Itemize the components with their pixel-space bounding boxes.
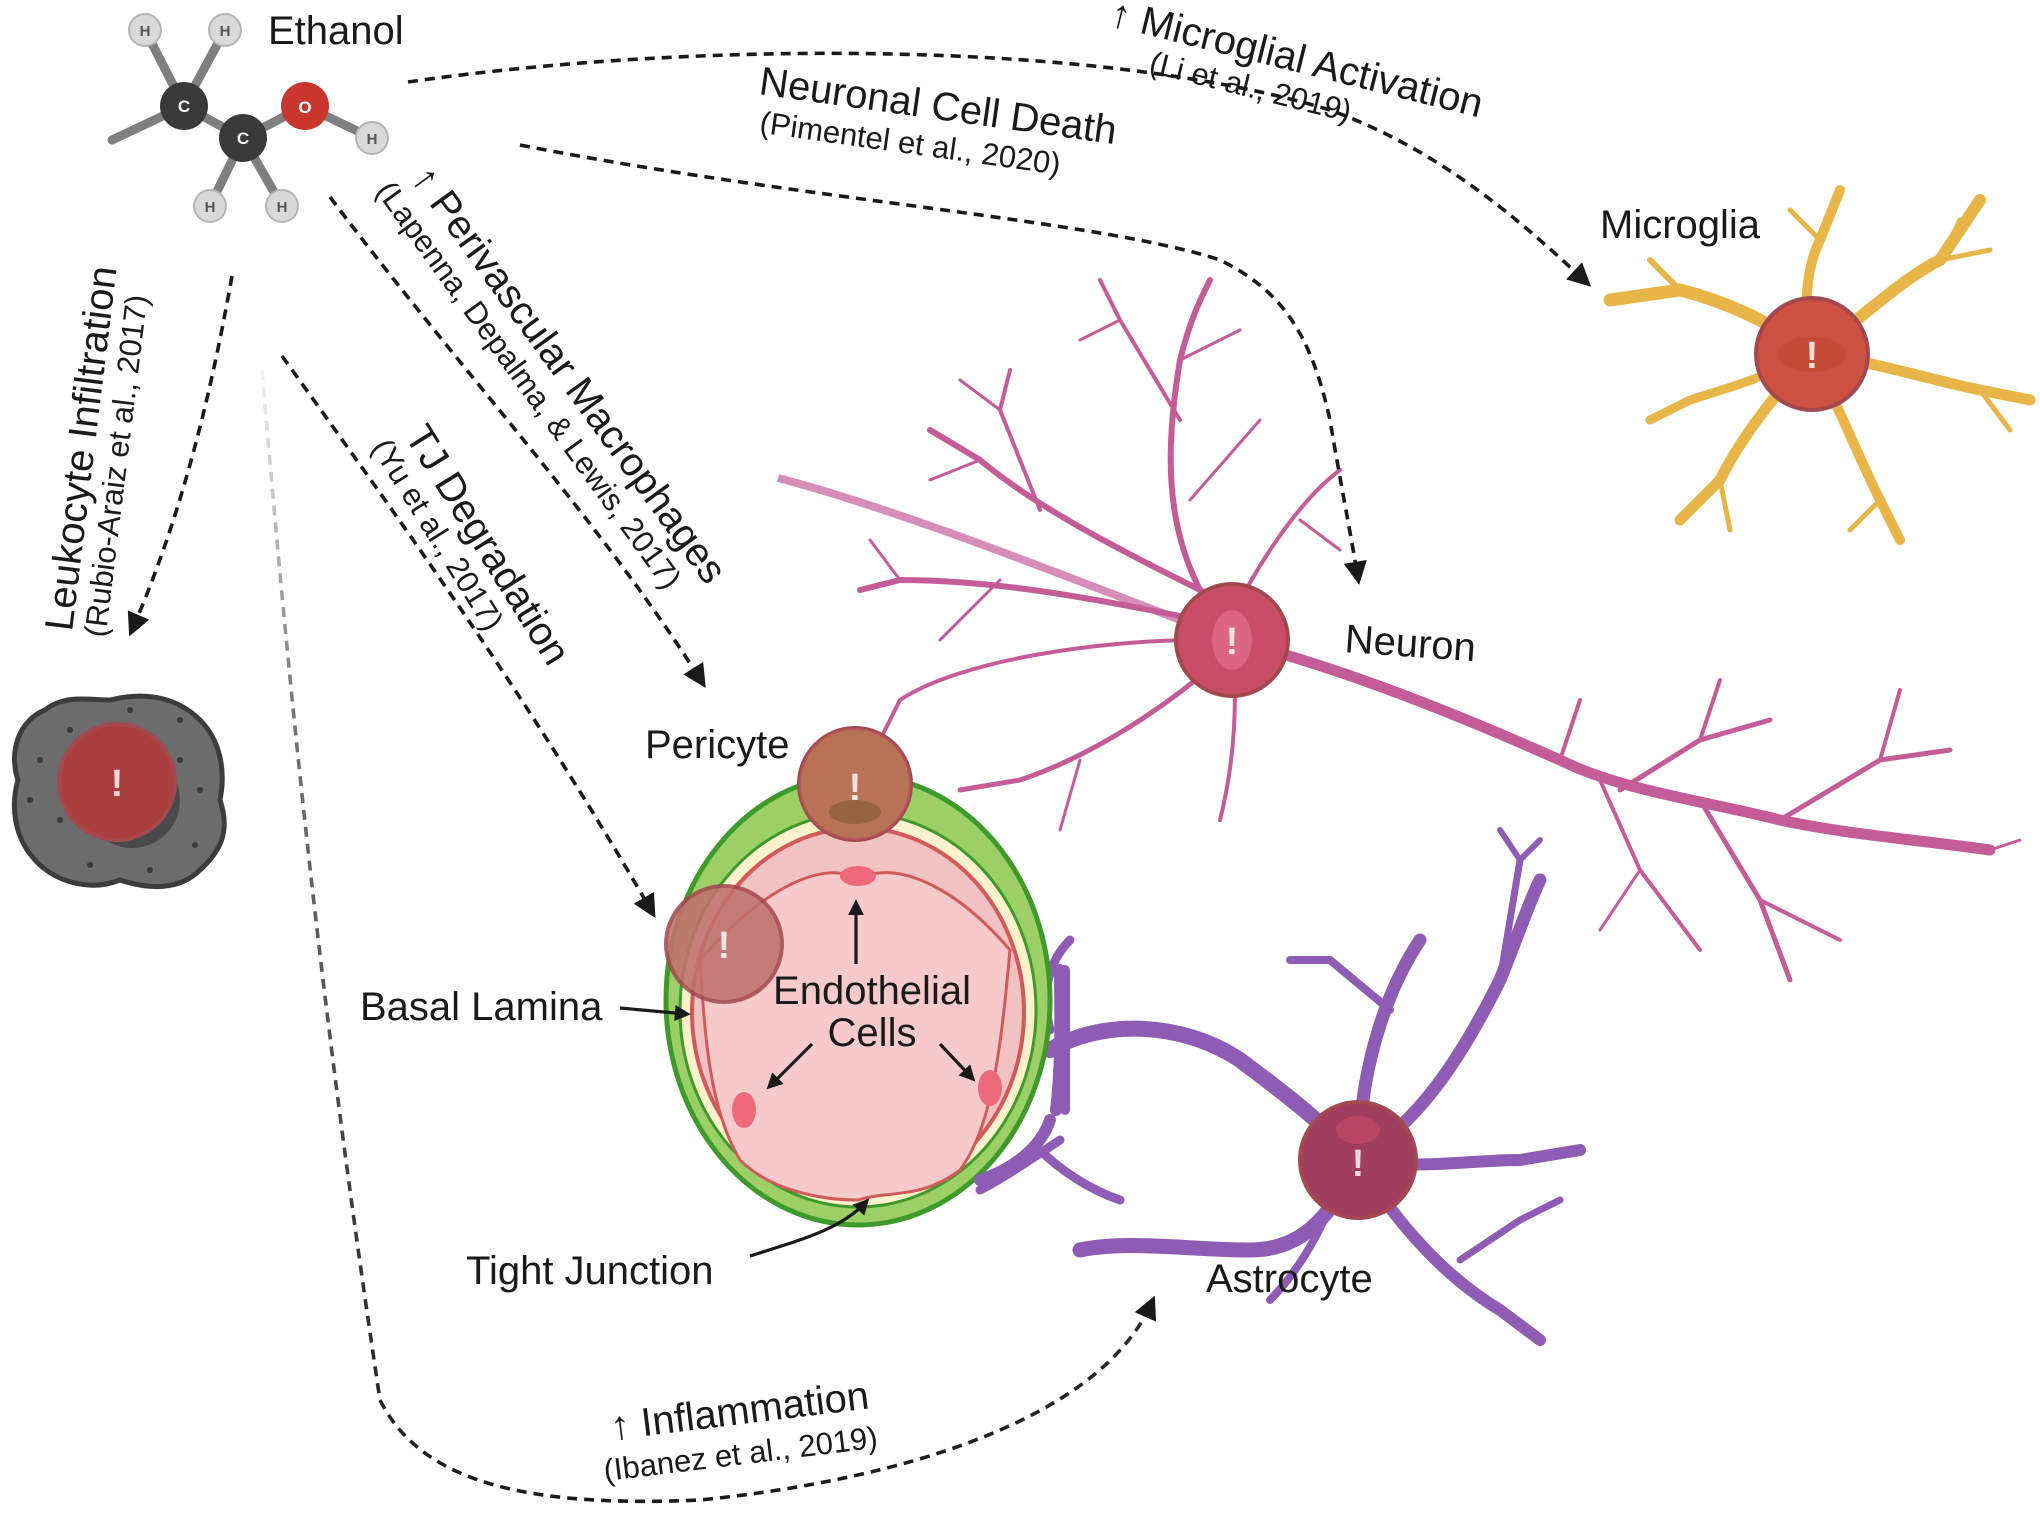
endothelial-label-line1: Endothelial — [773, 969, 971, 1013]
hydrogen-atom: H — [128, 13, 162, 47]
endothelial-nucleus — [978, 1070, 1002, 1106]
neuron-axon-fade — [776, 474, 1234, 644]
basal-lamina-label: Basal Lamina — [360, 985, 603, 1029]
svg-text:C: C — [178, 97, 190, 116]
tj-degradation-label: TJ Degradation (Yu et al., 2017) — [365, 417, 579, 672]
pericyte-cell: ! — [664, 884, 784, 1004]
hydrogen-atom: H — [355, 121, 389, 155]
ethanol-label: Ethanol — [268, 9, 404, 53]
oxygen-atom: O — [281, 82, 329, 130]
perivascular-arrow — [328, 195, 706, 688]
inflammation-arrow — [260, 369, 1157, 1504]
svg-text:H: H — [367, 131, 378, 148]
svg-text:C: C — [237, 129, 249, 148]
endothelial-pointer — [766, 1042, 814, 1090]
leukocyte-cell: ! — [11, 693, 227, 890]
neuron-label: Neuron — [1343, 617, 1477, 670]
neuron-cell — [857, 277, 2022, 983]
neuron-nucleus-marker: ! — [1174, 582, 1290, 698]
endothelial-nucleus — [732, 1092, 756, 1128]
carbon-atom: C — [160, 82, 208, 130]
svg-text:H: H — [140, 23, 151, 40]
endothelial-nucleus — [840, 866, 876, 886]
svg-text:!: ! — [1806, 335, 1819, 377]
pericyte-label: Pericyte — [645, 723, 790, 767]
svg-text:O: O — [298, 98, 311, 117]
svg-text:!: ! — [111, 763, 124, 805]
endothelial-label-line2: Cells — [828, 1011, 917, 1055]
endothelial-pointer — [938, 1042, 976, 1082]
microglial-activation-label: ↑ Microglial Activation (Li et al., 2019… — [1106, 0, 1488, 129]
microglia-label: Microglia — [1600, 203, 1761, 247]
astrocyte-endfeet — [974, 964, 1067, 1186]
microglia-nucleus-marker: ! — [1754, 296, 1870, 412]
hydrogen-atom: H — [265, 189, 299, 223]
hydrogen-atom: H — [193, 189, 227, 223]
basal-lamina-pointer — [619, 1005, 691, 1021]
tj-degradation-arrow — [280, 354, 656, 919]
leukocyte-label: Leukocyte Infiltration (Rubio-Araiz et a… — [37, 264, 154, 639]
svg-text:H: H — [277, 199, 288, 216]
astrocyte-label: Astrocyte — [1206, 1257, 1373, 1301]
svg-text:H: H — [220, 23, 231, 40]
tight-junction-label: Tight Junction — [466, 1249, 714, 1293]
neuronal-death-label: Neuronal Cell Death (Pimentel et al., 20… — [757, 59, 1120, 181]
pericyte-cell: ! — [797, 726, 913, 842]
hydrogen-atom: H — [208, 13, 242, 47]
svg-text:!: ! — [849, 767, 862, 809]
inflammation-label: ↑ Inflammation (Ibanez et al., 2019) — [602, 1374, 880, 1489]
svg-text:!: ! — [1226, 621, 1239, 663]
svg-text:TJ Degradation: TJ Degradation — [396, 417, 578, 672]
microglia-activation-arrow — [407, 51, 1592, 287]
neuronal-death-arrow — [519, 143, 1367, 585]
svg-text:!: ! — [718, 925, 731, 967]
tight-junction-pointer — [749, 1198, 870, 1258]
carbon-atom: C — [219, 114, 267, 162]
svg-text:!: ! — [1352, 1143, 1365, 1185]
svg-text:H: H — [205, 199, 216, 216]
ethanol-molecule: H H H H H C C O — [107, 13, 389, 223]
astrocyte-nucleus-marker: ! — [1298, 1100, 1418, 1220]
